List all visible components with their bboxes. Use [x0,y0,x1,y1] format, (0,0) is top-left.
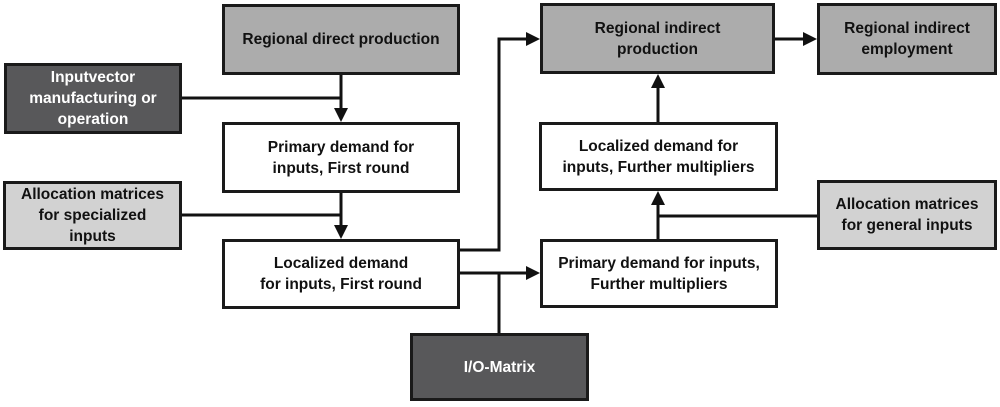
box-regional-direct-production-label: Regional direct production [242,31,440,48]
box-localized-first-label: Localized demand for inputs, First round [260,255,422,293]
box-primary-demand-first-round: Primary demand for inputs, First round [222,122,460,193]
box-localized-demand-further-multipliers: Localized demand for inputs, Further mul… [539,122,778,191]
box-localized-demand-first-round: Localized demand for inputs, First round [222,239,460,309]
arrow-direct-to-primary-first [334,74,348,122]
arrow-indirect-production-to-employment [775,32,817,46]
arrow-primary-first-to-localized-first [334,193,348,239]
arrow-localized-first-to-indirect-production [460,32,540,252]
box-io-matrix: I/O-Matrix [410,333,589,401]
box-regional-indirect-employment: Regional indirect employment [817,3,997,75]
box-primary-demand-further-multipliers: Primary demand for inputs, Further multi… [540,239,778,308]
box-primary-further-label: Primary demand for inputs, Further multi… [558,254,760,293]
box-io-matrix-label: I/O-Matrix [463,358,536,376]
arrow-localized-further-to-indirect-production [651,74,665,122]
box-localized-further-label: Localized demand for inputs, Further mul… [562,137,755,176]
box-alloc-specialized-label: Allocation matrices for specialized inpu… [21,186,164,245]
box-regional-indirect-employment-label: Regional indirect employment [844,20,970,58]
box-regional-indirect-production: Regional indirect production [540,3,775,74]
arrow-localized-first-to-primary-further [460,266,540,280]
box-inputvector-label: Inputvector manufacturing or operation [29,69,157,128]
box-regional-direct-production: Regional direct production [222,4,460,75]
arrow-primary-further-to-localized-further [651,191,665,239]
box-alloc-general-label: Allocation matrices for general inputs [835,196,979,234]
box-allocation-matrices-general-inputs: Allocation matrices for general inputs [817,180,997,250]
box-allocation-matrices-specialized-inputs: Allocation matrices for specialized inpu… [3,181,182,250]
box-primary-first-label: Primary demand for inputs, First round [267,138,415,177]
box-inputvector-manufacturing-or-operation: Inputvector manufacturing or operation [4,63,182,134]
box-regional-indirect-production-label: Regional indirect production [594,19,721,58]
